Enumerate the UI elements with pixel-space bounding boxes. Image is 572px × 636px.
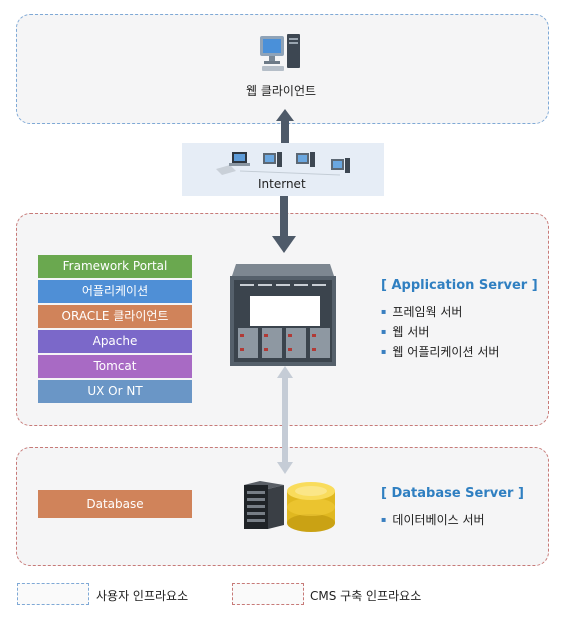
legend-user-infra-swatch — [17, 583, 89, 605]
app-server-title: [ Application Server ] — [381, 278, 538, 293]
stack-item-apache: Apache — [38, 330, 192, 353]
app-server-item: 웹 서버 — [381, 323, 429, 340]
db-server-rack-icon — [244, 481, 284, 529]
internet-box — [182, 143, 384, 196]
stack-item-application: 어플리케이션 — [38, 280, 192, 303]
stack-item-framework-portal: Framework Portal — [38, 255, 192, 278]
arrow-to-app-server — [272, 196, 296, 253]
internet-label: Internet — [258, 177, 306, 191]
legend-user-infra-label: 사용자 인프라요소 — [96, 589, 189, 603]
arrow-to-client — [276, 109, 294, 145]
db-server-item: 데이터베이스 서버 — [381, 511, 484, 528]
legend-cms-infra-swatch — [232, 583, 304, 605]
web-client-label: 웹 클라이언트 — [246, 84, 317, 98]
legend-cms-infra-label: CMS 구축 인프라요소 — [310, 589, 422, 603]
app-server-item: 프레임웍 서버 — [381, 303, 462, 320]
app-server-item: 웹 어플리케이션 서버 — [381, 343, 499, 360]
bidirectional-arrow — [277, 366, 293, 474]
database-box: Database — [38, 490, 192, 518]
network-clients-icon — [216, 152, 350, 176]
application-server-icon — [230, 264, 336, 366]
stack-item-oracle-client: ORACLE 클라이언트 — [38, 305, 192, 328]
stack-item-ux-or-nt: UX Or NT — [38, 380, 192, 403]
db-server-title: [ Database Server ] — [381, 486, 524, 501]
desktop-pc-icon — [260, 34, 300, 71]
stack-item-tomcat: Tomcat — [38, 355, 192, 378]
database-cylinder-icon — [287, 482, 335, 532]
